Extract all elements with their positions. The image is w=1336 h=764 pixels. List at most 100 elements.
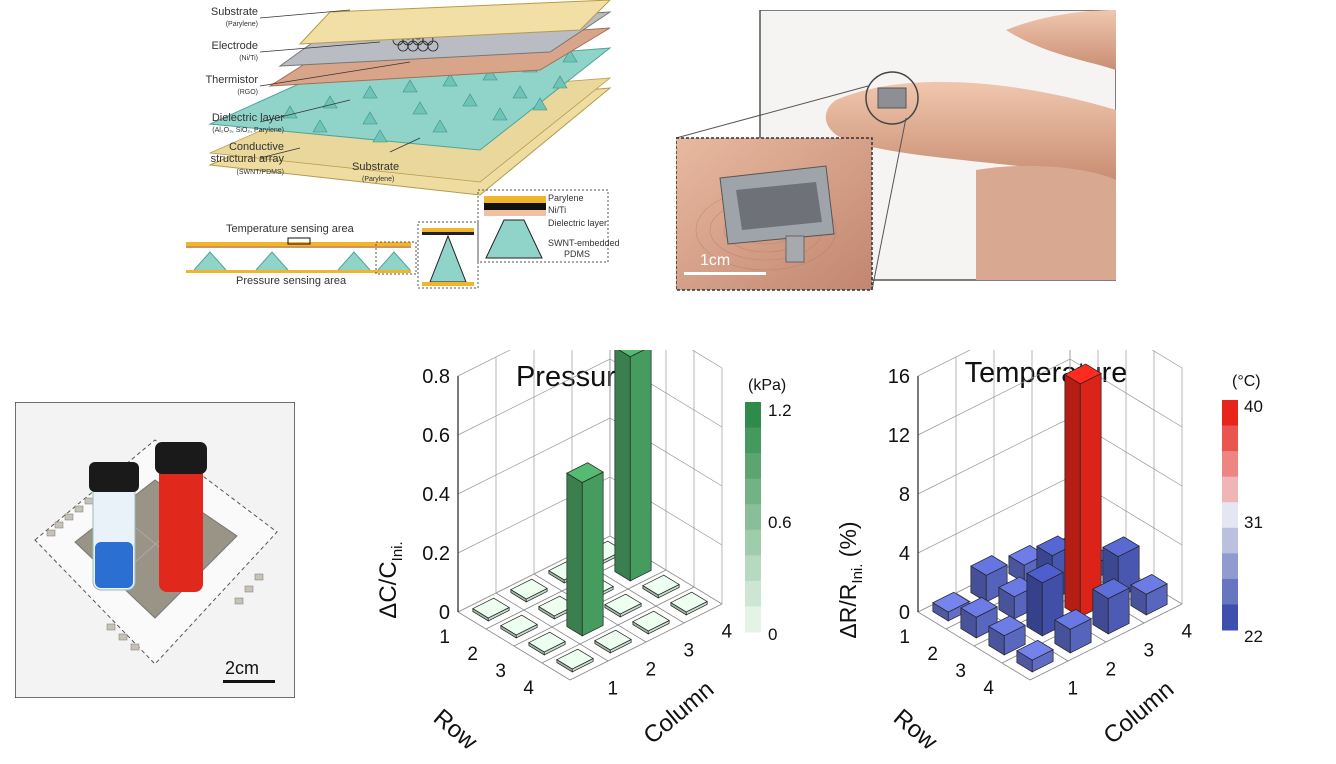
scale-bar-label: 2cm xyxy=(225,658,259,678)
finger-photo-panel: 1cm xyxy=(675,9,1117,292)
layer-schematic: Substrate (Parylene) Electrode (Ni/Ti) T… xyxy=(186,0,620,289)
bottom-substrate-material: (Parylene) xyxy=(362,176,394,183)
layer-material: (SWNT/PDMS) xyxy=(237,169,284,176)
zoom-circle xyxy=(865,71,919,125)
row-tick-label: 2 xyxy=(467,644,478,665)
pyramid xyxy=(372,129,388,143)
z-tick-label: 0 xyxy=(439,602,450,624)
z-tick-label: 0.6 xyxy=(422,425,450,447)
scale-bar xyxy=(684,272,766,275)
scale-bar-label: 1cm xyxy=(700,252,730,269)
pyramid xyxy=(362,85,378,99)
layer-label: Dielectric layer xyxy=(212,112,284,124)
bar xyxy=(642,574,680,599)
bar xyxy=(510,578,548,603)
colorbar xyxy=(745,402,761,633)
colorbar-segment xyxy=(745,504,761,531)
pyramid xyxy=(492,107,508,121)
pressure-area-label: Pressure sensing area xyxy=(236,275,347,287)
bar xyxy=(500,614,538,639)
bar xyxy=(566,462,604,637)
row-tick-label: 1 xyxy=(439,627,450,648)
inset-label: Parylene xyxy=(548,193,584,203)
row-tick-label: 4 xyxy=(523,678,534,699)
bars xyxy=(472,336,708,673)
colorbar-segment xyxy=(1222,553,1238,580)
column-tick-label: 4 xyxy=(722,621,733,642)
column-axis-label: Column xyxy=(1099,676,1180,750)
inset-label: SWNT-embedded xyxy=(548,238,620,248)
colorbar-unit: (kPa) xyxy=(748,377,786,394)
inset-label: PDMS xyxy=(564,249,590,259)
row-tick-label: 2 xyxy=(927,644,938,665)
row-axis-label: Row xyxy=(888,704,943,756)
bar xyxy=(998,576,1036,620)
colorbar-tick: 0 xyxy=(768,625,777,644)
z-tick-label: 12 xyxy=(888,425,910,447)
row-axis-label: Row xyxy=(428,704,483,756)
z-tick-label: 0.2 xyxy=(422,543,450,565)
colorbar-tick: 0.6 xyxy=(768,513,792,532)
layer-material: (RGO) xyxy=(237,89,258,96)
layer-label: Substrate xyxy=(211,6,258,18)
bar xyxy=(1092,578,1130,635)
bar xyxy=(632,610,670,635)
colorbar-segment xyxy=(745,402,761,429)
colorbar-segment xyxy=(745,606,761,633)
pyramid xyxy=(432,119,448,133)
pyramid xyxy=(482,67,498,81)
bar xyxy=(1016,639,1054,673)
pyramid xyxy=(442,73,458,87)
colorbar-segment xyxy=(745,580,761,607)
vial-photo-panel: 2cm xyxy=(14,401,296,699)
bar xyxy=(988,615,1026,656)
colorbar-segment xyxy=(745,427,761,454)
colorbar-segment xyxy=(1222,425,1238,452)
colorbar-segment xyxy=(1222,451,1238,478)
bottom-substrate-label: Substrate xyxy=(352,161,399,173)
y-axis-label: ΔR/RIni. (%) xyxy=(835,521,866,638)
column-tick-label: 2 xyxy=(646,659,657,680)
chart-title: Temperature xyxy=(965,357,1128,389)
column-axis-label: Column xyxy=(639,676,720,750)
z-tick-label: 4 xyxy=(899,543,910,565)
pyramid xyxy=(462,93,478,107)
pyramid xyxy=(562,49,578,63)
z-tick-label: 0.4 xyxy=(422,484,450,506)
column-tick-label: 4 xyxy=(1182,621,1193,642)
inset-label: Dielectric layer xyxy=(548,218,607,228)
bar xyxy=(614,336,652,582)
colorbar-segment xyxy=(1222,527,1238,554)
column-tick-label: 1 xyxy=(1068,678,1079,699)
colorbar-tick: 31 xyxy=(1244,513,1263,532)
layer-label: Electrode xyxy=(212,40,258,52)
colorbar xyxy=(1222,400,1238,631)
pyramid xyxy=(322,95,338,109)
scale-bar xyxy=(223,680,275,683)
layer-material: (Al₂O₃, SiO₂, Parylene) xyxy=(212,127,284,134)
colorbar-segment xyxy=(1222,578,1238,605)
column-tick-label: 1 xyxy=(608,678,619,699)
colorbar-segment xyxy=(745,555,761,582)
colorbar-segment xyxy=(1222,400,1238,427)
bar xyxy=(1130,574,1168,616)
bar xyxy=(1064,363,1102,618)
y-axis-label: ΔC/CIni. xyxy=(375,541,406,618)
colorbar-unit: (°C) xyxy=(1232,373,1261,390)
z-tick-label: 8 xyxy=(899,484,910,506)
colorbar-segment xyxy=(745,529,761,556)
layer-material: (Ni/Ti) xyxy=(239,55,258,62)
z-tick-label: 16 xyxy=(888,366,910,388)
row-tick-label: 3 xyxy=(495,661,506,682)
pyramid xyxy=(402,79,418,93)
bar xyxy=(604,593,642,618)
finger-photo: 1cm xyxy=(675,9,1117,291)
pyramid-array xyxy=(282,45,578,143)
layer-material: (Parylene) xyxy=(226,21,258,28)
temp-area-label: Temperature sensing area xyxy=(226,223,355,235)
z-tick-label: 0 xyxy=(899,602,910,624)
